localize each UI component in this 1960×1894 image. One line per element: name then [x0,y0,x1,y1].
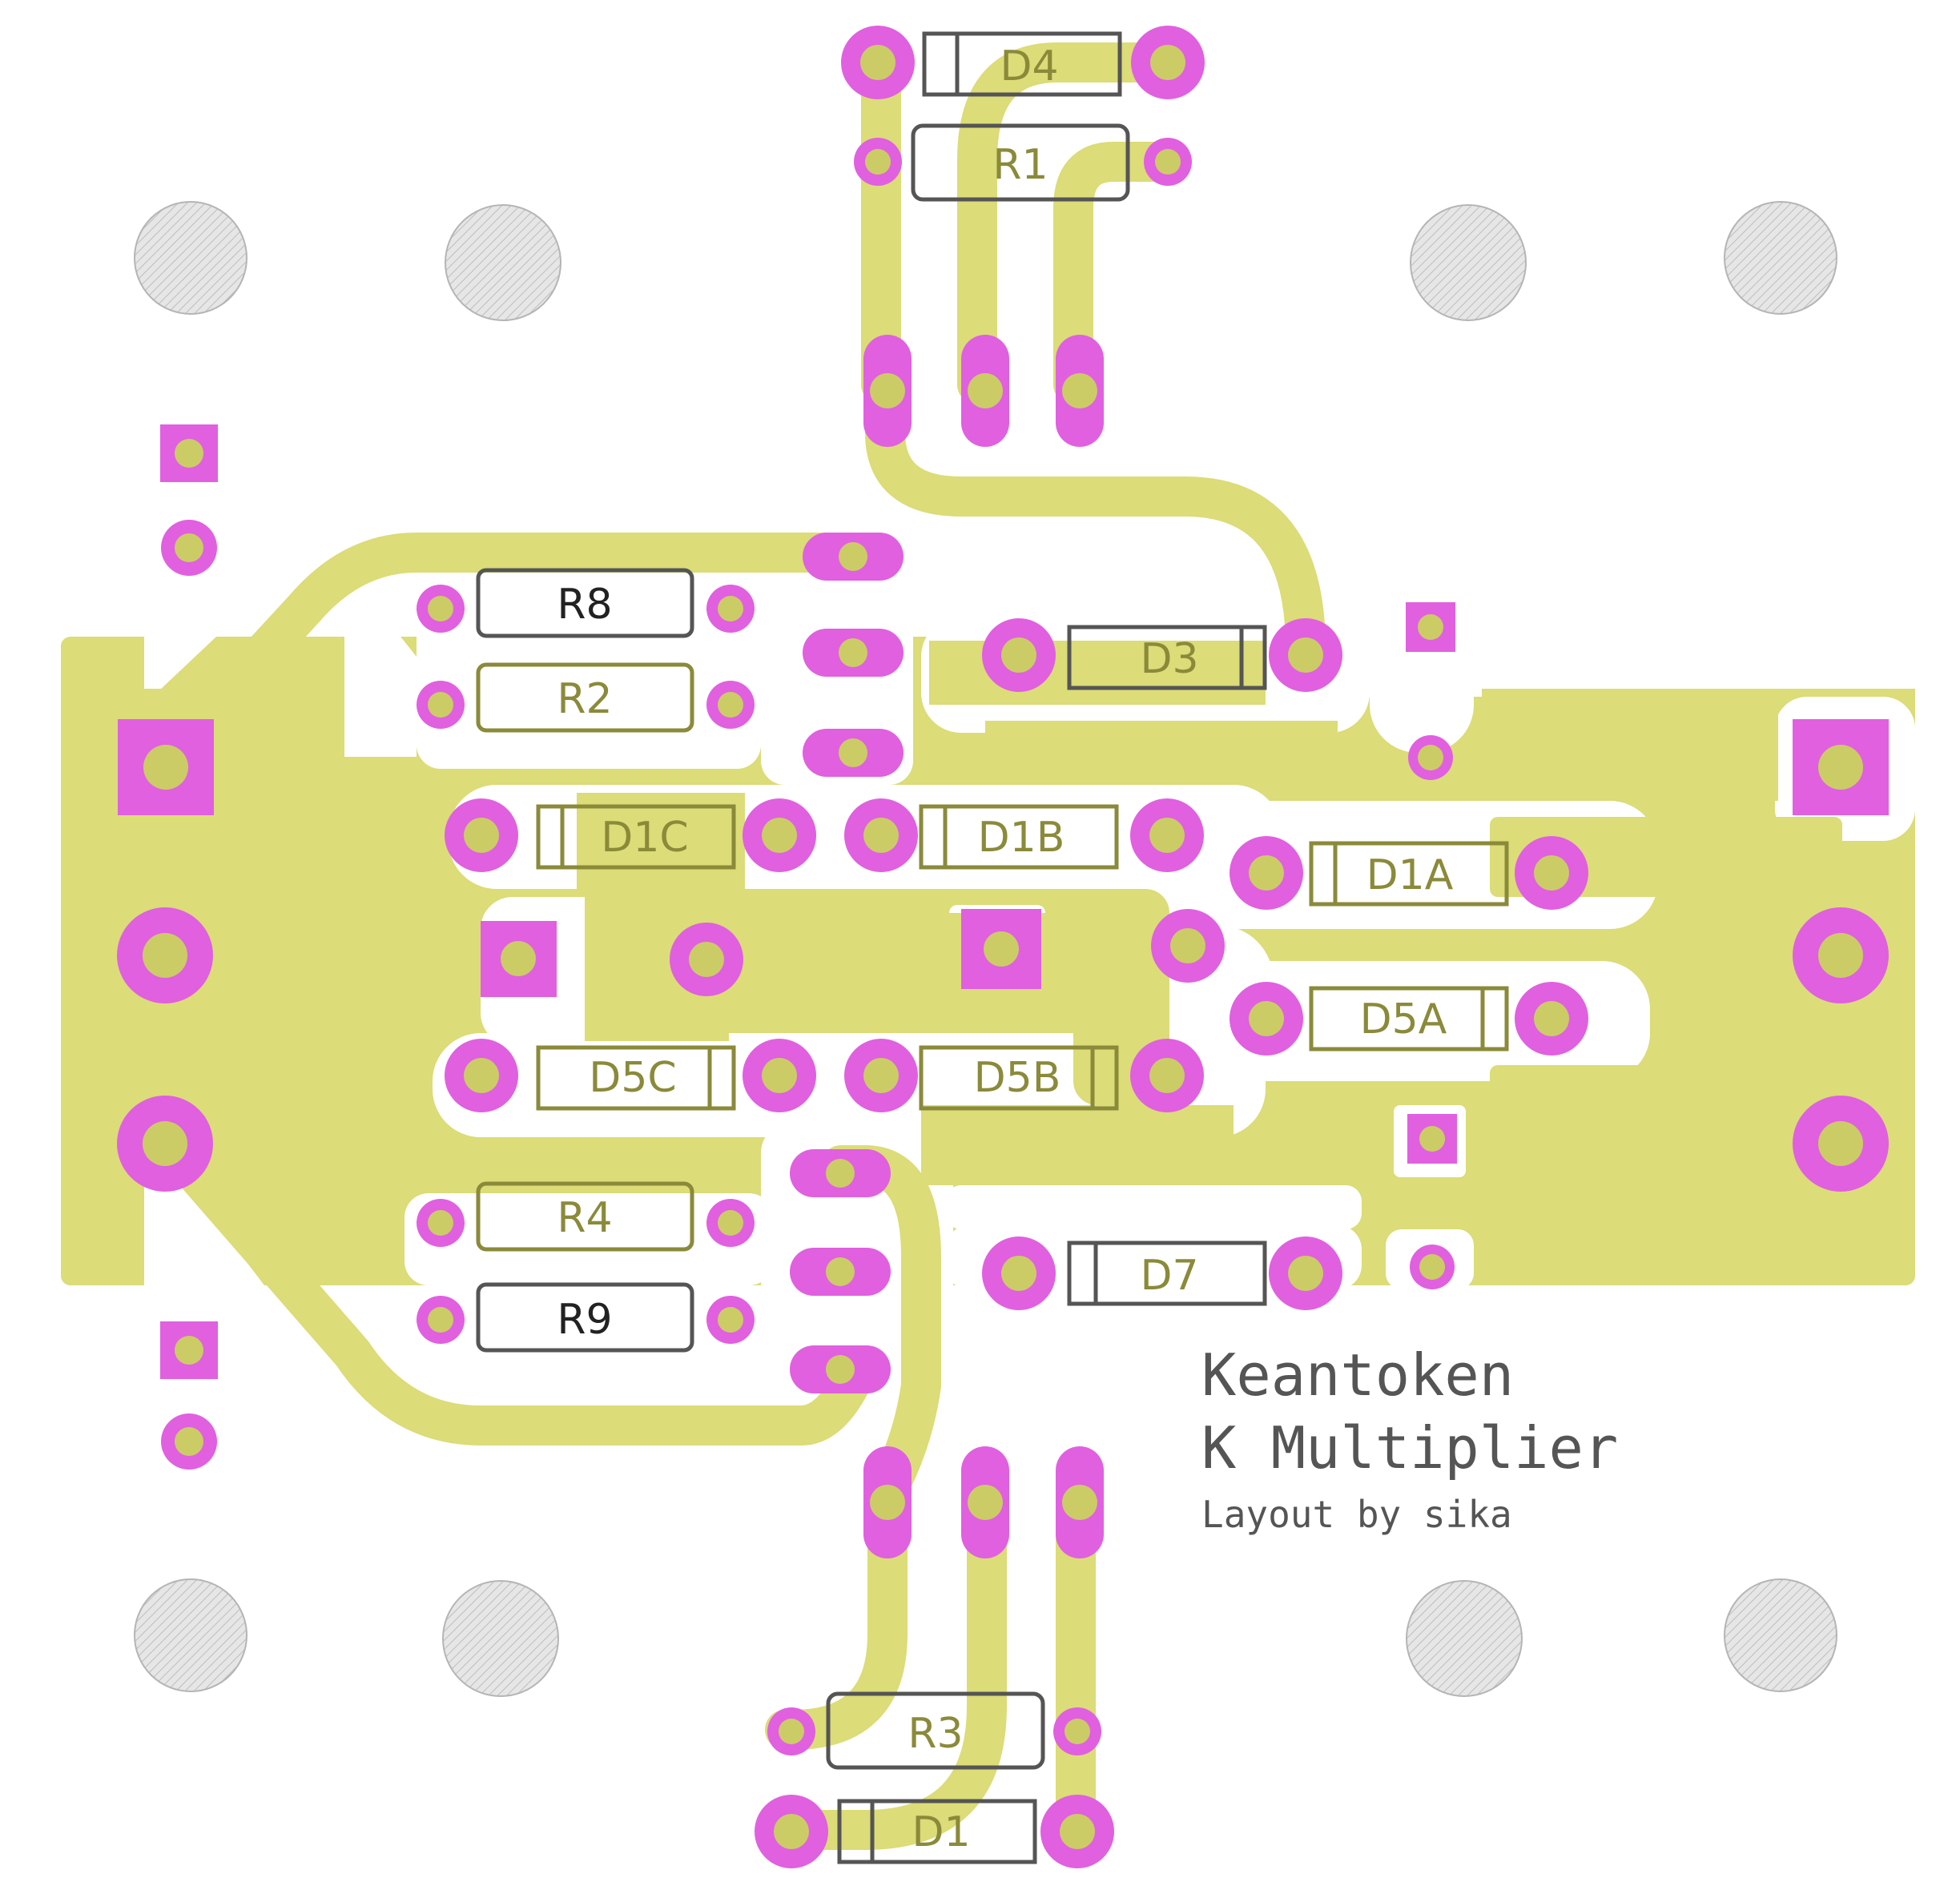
mounting-hole [134,201,248,315]
label-r8: R8 [557,581,612,629]
label-r4: R4 [557,1194,612,1242]
label-d1a: D1A [1366,851,1454,899]
r4-outline [476,1181,694,1252]
label-d1c: D1C [601,814,688,862]
title-line-1: Keantoken [1201,1341,1514,1409]
r3-outline [826,1691,1045,1770]
d5b-outline [919,1045,1119,1111]
d1a-outline [1309,841,1509,907]
mounting-hole [1406,1580,1523,1697]
trace [144,533,869,781]
label-r9: R9 [557,1296,612,1344]
title-block: Keantoken K Multiplier Layout by sika [1201,1341,1618,1536]
label-d5a: D5A [1360,995,1447,1044]
trace [865,364,1326,669]
label-d5b: D5B [974,1054,1061,1102]
r9-outline [476,1282,694,1353]
bottom-outlines [476,662,1509,1252]
component-outlines [476,31,1267,1864]
label-d1b: D1B [978,814,1065,862]
label-d1: D1 [912,1808,970,1856]
title-line-2: K Multiplier [1201,1414,1618,1482]
d5c-outline [536,1045,736,1111]
mounting-hole [442,1580,559,1697]
label-d5c: D5C [589,1054,676,1102]
mounting-hole [134,1578,248,1692]
d7-outline [1067,1241,1267,1306]
trace [773,1470,1007,1850]
trace [144,1117,877,1446]
label-d3: D3 [1140,635,1198,683]
title-line-3: Layout by sika [1201,1493,1512,1536]
trace [957,42,1189,404]
r8-outline [476,568,694,638]
label-d7: D7 [1140,1252,1198,1300]
r2-outline [476,662,694,733]
label-r1: R1 [992,141,1048,189]
label-d4: D4 [1000,42,1058,90]
mounting-hole [1724,201,1837,315]
r1-outline [911,123,1130,202]
trace [1053,142,1183,404]
d1c-outline [536,804,736,870]
d5a-outline [1309,986,1509,1052]
d1b-outline [919,804,1119,870]
label-r2: R2 [557,675,612,723]
d1-outline [837,1799,1037,1864]
mounting-holes [134,201,1837,1697]
component-labels: R8 R2 R4 R9 R1 R3 D4 D1 D3 D7 D1C D1B D1… [557,42,1453,1856]
d4-outline [922,31,1122,97]
mounting-hole [445,204,561,321]
mounting-hole [1410,204,1527,321]
mounting-hole [1724,1578,1837,1692]
drill-holes [143,45,1863,1849]
d3-outline [1067,625,1267,690]
label-r3: R3 [908,1710,963,1758]
